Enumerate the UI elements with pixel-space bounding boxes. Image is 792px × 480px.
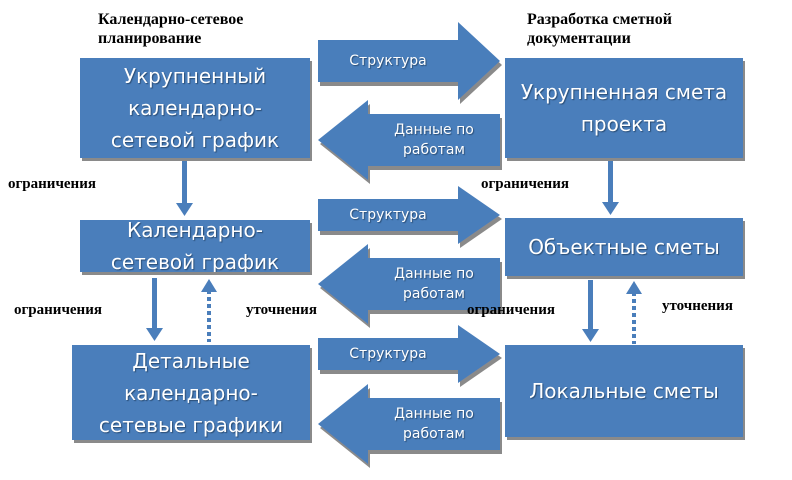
constraint-arrow-left-top <box>176 160 193 216</box>
structure-arrow-1 <box>318 22 500 100</box>
work-data-label-3: Данные по работам <box>394 406 474 442</box>
constraints-label-right-bottom: ограничения <box>467 302 555 318</box>
right-column-heading: Разработка сметной документации <box>527 11 672 47</box>
constraints-label-left-bottom: ограничения <box>14 302 102 318</box>
box-object-estimates: Объектные сметы <box>505 218 743 276</box>
work-data-arrow-1 <box>318 100 500 180</box>
structure-arrow-2 <box>318 186 500 244</box>
constraint-arrow-right-bottom <box>582 280 599 342</box>
refinements-label-left: уточнения <box>246 302 317 318</box>
box-detailed-schedules: Детальные календарно- сетевые графики <box>72 345 310 440</box>
constraint-arrow-right-top <box>602 156 619 215</box>
work-data-label-2: Данные по работам <box>394 266 474 302</box>
left-column-heading: Календарно-сетевое планирование <box>98 11 244 47</box>
box-local-estimates: Локальные сметы <box>505 345 743 437</box>
constraint-arrow-left-bottom <box>146 278 163 341</box>
box-schedule: Календарно- сетевой график <box>80 220 310 272</box>
work-data-arrow-3 <box>318 384 500 464</box>
constraints-label-right-top: ограничения <box>481 176 569 192</box>
refinement-arrow-left <box>201 279 217 342</box>
box-consolidated-schedule: Укрупненный календарно- сетевой график <box>80 58 310 158</box>
refinements-label-right: уточнения <box>662 298 733 314</box>
constraints-label-left-top: ограничения <box>8 176 96 192</box>
structure-label-2: Структура <box>349 207 427 223</box>
work-data-label-1: Данные по работам <box>394 122 474 158</box>
structure-label-3: Структура <box>349 346 427 362</box>
refinement-arrow-right <box>626 281 642 344</box>
box-consolidated-estimate: Укрупненная смета проекта <box>505 58 743 158</box>
structure-arrow-3 <box>318 325 500 383</box>
structure-label-1: Структура <box>349 53 427 69</box>
work-data-arrow-2 <box>318 244 500 324</box>
